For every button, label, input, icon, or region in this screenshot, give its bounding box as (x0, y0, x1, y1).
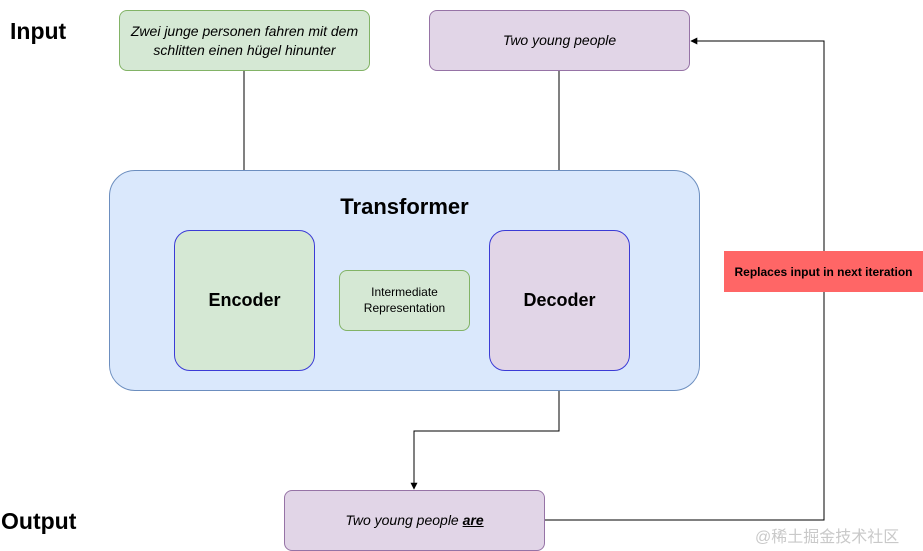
decoder-label: Decoder (523, 290, 596, 310)
encoder-box: Encoder (174, 230, 315, 371)
encoder-label: Encoder (208, 290, 281, 310)
intermediate-representation-label: Intermediate Representation (363, 284, 446, 315)
output-prefix: Two young people (345, 512, 459, 529)
watermark: @稀土掘金技术社区 (755, 529, 900, 546)
output-new-token: are (462, 512, 484, 529)
feedback-note: Replaces input in next iteration (724, 251, 923, 292)
intermediate-representation-box: Intermediate Representation (339, 270, 470, 331)
source-sentence-box: Zwei junge personen fahren mit dem schli… (119, 10, 370, 71)
output-sentence-text: Two young people are (345, 511, 483, 530)
target-sentence-box: Two young people (429, 10, 690, 71)
target-sentence-text: Two young people (502, 32, 617, 49)
transformer-title: Transformer (340, 194, 469, 219)
source-sentence-text: Zwei junge personen fahren mit dem schli… (130, 22, 359, 58)
input-label: Input (10, 18, 67, 44)
decoder-box: Decoder (489, 230, 630, 371)
output-sentence-box: Two young people are (284, 490, 545, 551)
feedback-note-text: Replaces input in next iteration (734, 264, 913, 279)
arrow-decoder-to-output (410, 371, 560, 490)
output-label: Output (1, 508, 77, 534)
